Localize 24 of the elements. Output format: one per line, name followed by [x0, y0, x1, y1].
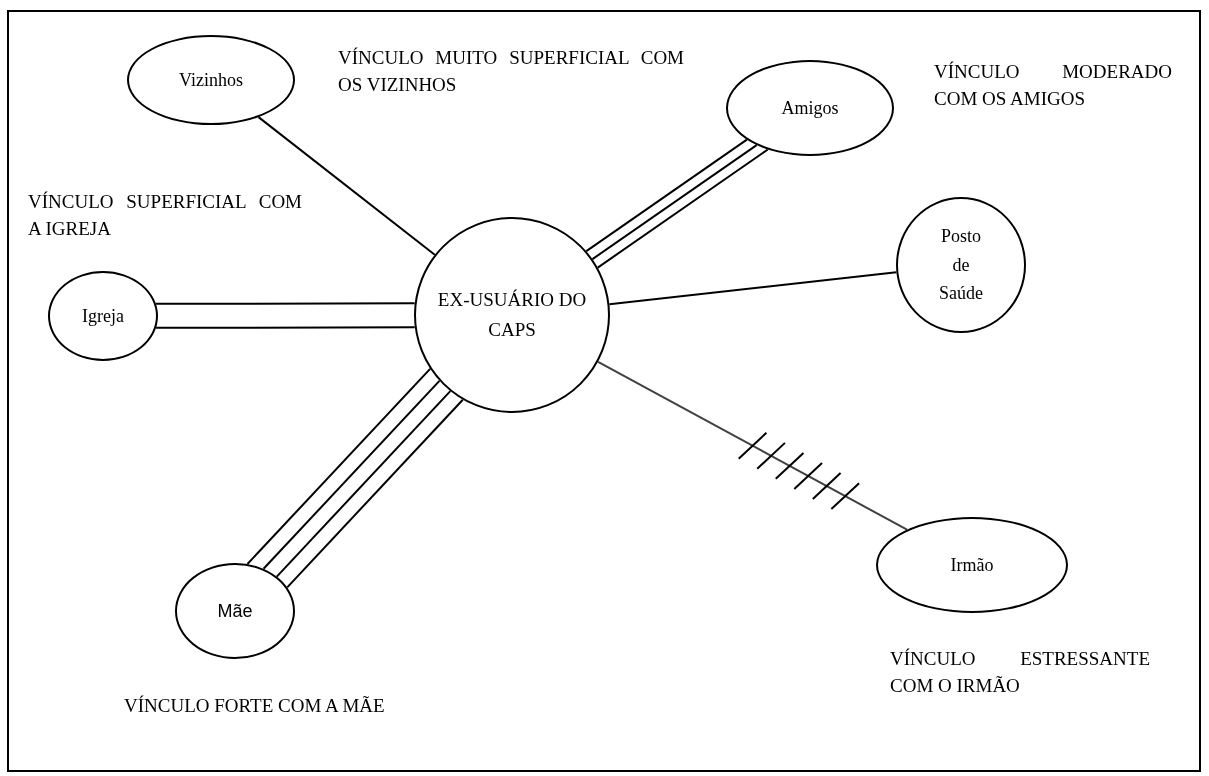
node-label: Mãe [217, 599, 253, 623]
relationship-note: VÍNCULO SUPERFICIAL COM A IGREJA [28, 190, 302, 241]
connector-line [246, 367, 432, 566]
connector-line [262, 379, 441, 570]
node-label: Vizinhos [179, 68, 243, 92]
connector-line [155, 326, 416, 329]
connector-line [286, 398, 464, 589]
connector-line [597, 360, 908, 531]
connector-line [257, 116, 436, 256]
node-label: Amigos [781, 96, 839, 120]
connector-line [608, 271, 898, 306]
connector-line [585, 138, 748, 253]
relationship-note: VÍNCULO MODERADO COM OS AMIGOS [934, 60, 1172, 111]
relationship-note: VÍNCULO MUITO SUPERFICIAL COM OS VIZINHOS [338, 46, 684, 97]
connector-line [591, 144, 758, 261]
relationship-note: VÍNCULO FORTE COM A MÃE [124, 694, 386, 718]
connector-line [275, 390, 452, 578]
relationship-note: VÍNCULO ESTRESSANTE COM O IRMÃO [890, 647, 1150, 698]
connector-line [154, 302, 416, 305]
node-label: EX-USUÁRIO DO CAPS [437, 287, 587, 342]
node-label: Posto de Saúde [938, 224, 984, 306]
node-label: Irmão [950, 553, 994, 577]
node-label: Igreja [82, 304, 124, 328]
connector-line [596, 148, 769, 269]
